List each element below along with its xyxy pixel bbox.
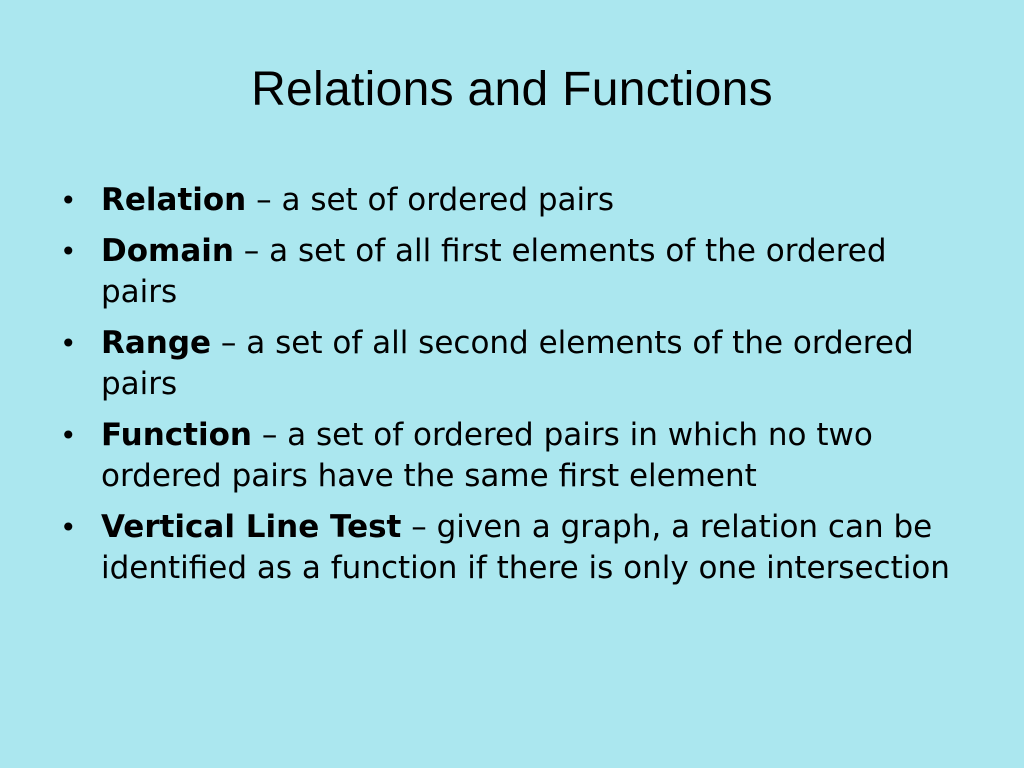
bullet-definition: – a set of all second elements of the or… [101,325,914,402]
bullet-item-range: • Range – a set of all second elements o… [60,323,960,405]
bullet-icon: • [60,235,77,268]
bullet-term: Relation [101,182,247,218]
bullet-icon: • [60,511,77,544]
bullet-item-function: • Function – a set of ordered pairs in w… [60,415,960,497]
bullet-item-vertical-line-test: • Vertical Line Test – given a graph, a … [60,507,960,589]
bullet-definition: – a set of ordered pairs in which no two… [101,417,873,494]
bullet-term: Domain [101,233,234,269]
bullet-icon: • [60,184,77,217]
bullet-icon: • [60,327,77,360]
bullet-definition: – a set of all first elements of the ord… [101,233,887,310]
bullet-definition: – a set of ordered pairs [246,182,615,218]
bullet-icon: • [60,419,77,452]
bullet-term: Function [101,417,252,453]
slide-title: Relations and Functions [251,63,773,116]
bullet-item-domain: • Domain – a set of all first elements o… [60,231,960,313]
bullet-term: Range [101,325,212,361]
bullet-item-relation: • Relation – a set of ordered pairs [60,180,960,221]
bullet-term: Vertical Line Test [101,509,402,545]
bullet-list: • Relation – a set of ordered pairs • Do… [60,180,960,599]
bullet-definition: – given a graph, a relation can be ident… [101,509,950,586]
